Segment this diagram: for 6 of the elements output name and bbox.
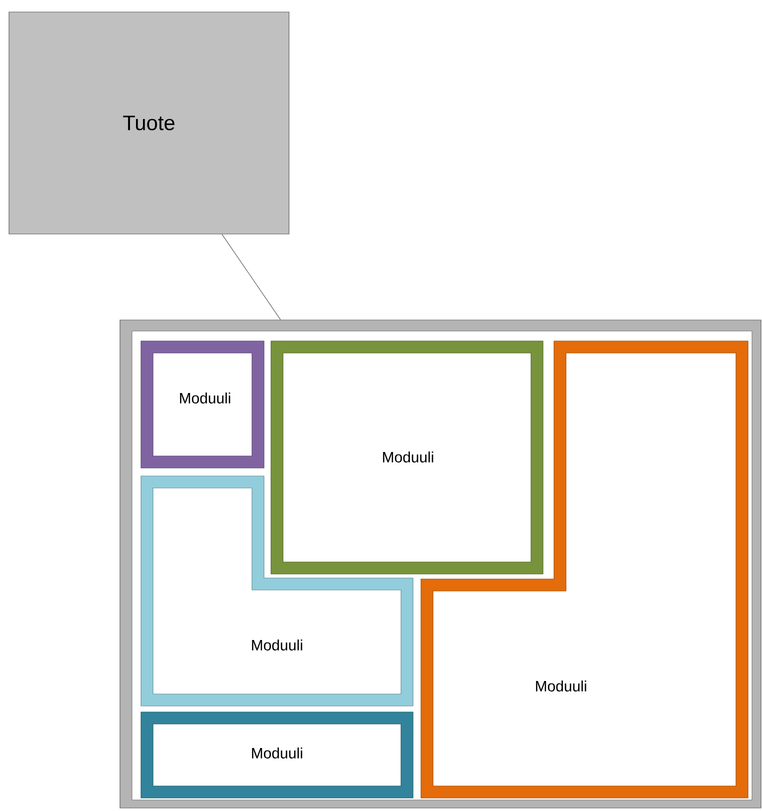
product-box: Tuote xyxy=(8,12,290,234)
module-frame: Moduuli xyxy=(140,476,414,706)
connector-line xyxy=(222,234,281,320)
module-frame: Moduuli xyxy=(140,712,414,798)
module-frame: Moduuli xyxy=(270,340,544,574)
module-frame: Moduuli xyxy=(140,340,264,468)
